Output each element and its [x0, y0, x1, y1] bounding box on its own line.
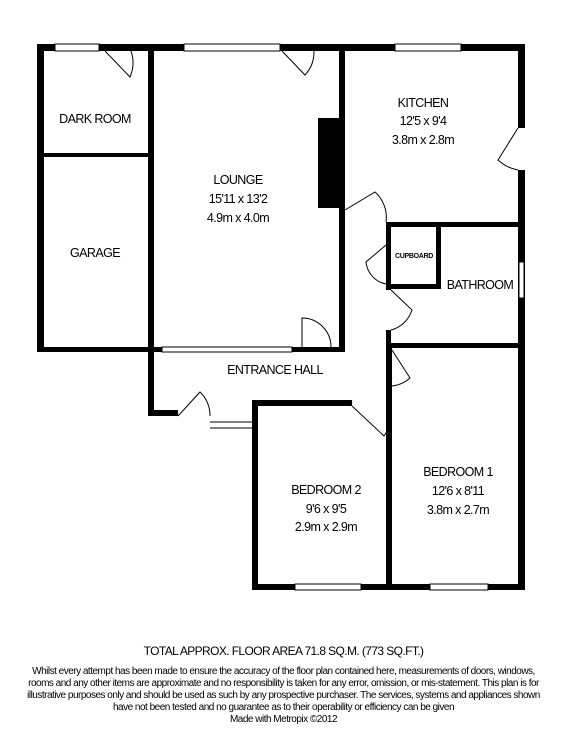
doors	[104, 50, 519, 437]
bathroom-name: BATHROOM	[447, 278, 514, 292]
bedroom2-name: BEDROOM 2	[291, 483, 361, 497]
total-floor-area: TOTAL APPROX. FLOOR AREA 71.8 SQ.M. (773…	[143, 644, 424, 658]
lounge-imperial: 15'11 x 13'2	[209, 192, 268, 206]
lounge-metric: 4.9m x 4.0m	[207, 211, 269, 225]
cupboard-name: CUPBOARD	[395, 253, 433, 260]
windows	[54, 43, 525, 591]
floor-plan-footer: TOTAL APPROX. FLOOR AREA 71.8 SQ.M. (773…	[20, 644, 547, 725]
floor-plan: DARK ROOM GARAGE LOUNGE 15'11 x 13'2 4.9…	[37, 43, 525, 591]
kitchen-metric: 3.8m x 2.8m	[392, 133, 454, 147]
kitchen-name: KITCHEN	[398, 96, 449, 110]
bedroom2-imperial: 9'6 x 9'5	[306, 502, 347, 516]
dark-room-name: DARK ROOM	[59, 112, 131, 126]
room-labels: DARK ROOM GARAGE LOUNGE 15'11 x 13'2 4.9…	[59, 96, 514, 534]
bedroom1-imperial: 12'6 x 8'11	[432, 484, 485, 498]
entrance-hall-name: ENTRANCE HALL	[227, 363, 323, 377]
garage-name: GARAGE	[70, 246, 120, 260]
bedroom1-name: BEDROOM 1	[423, 465, 493, 479]
made-with-credit: Made with Metropix ©2012	[229, 714, 338, 725]
lounge-name: LOUNGE	[213, 173, 262, 187]
disclaimer-text: Whilst every attempt has been made to en…	[27, 666, 540, 713]
bedroom2-metric: 2.9m x 2.9m	[295, 520, 357, 534]
bedroom1-metric: 3.8m x 2.7m	[427, 503, 489, 517]
kitchen-imperial: 12'5 x 9'4	[400, 114, 447, 128]
